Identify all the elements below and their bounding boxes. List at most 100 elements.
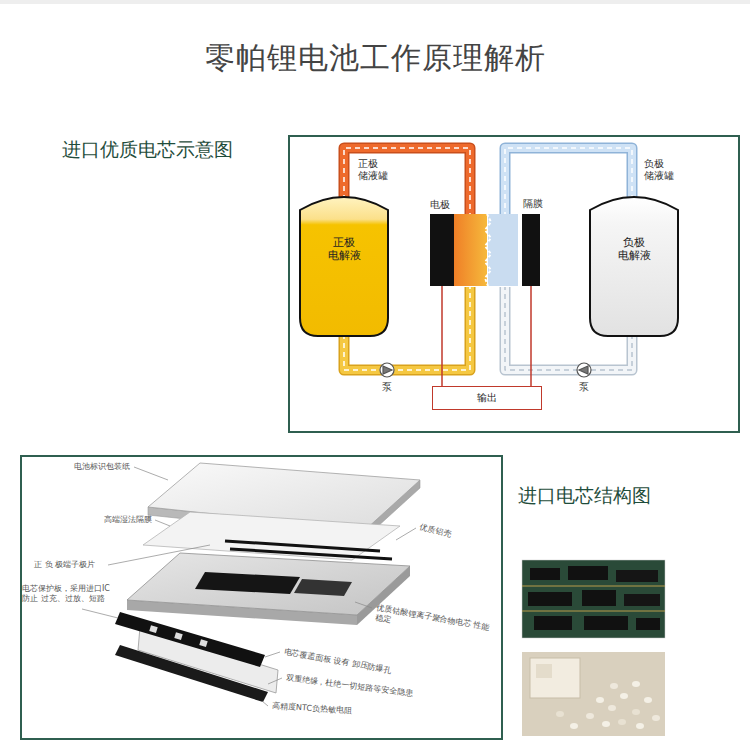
page-title: 零帕锂电池工作原理解析 bbox=[0, 40, 750, 76]
pump-label: 泵 bbox=[382, 381, 392, 393]
part-label: 电池标识包装纸 bbox=[74, 462, 130, 472]
pump-symbol bbox=[383, 366, 392, 374]
circuit-photo bbox=[528, 592, 572, 606]
battery-exploded bbox=[195, 572, 300, 594]
part-label: 优质钴酸锂离子聚合物电芯 性能稳定 bbox=[374, 603, 496, 643]
section-heading: 进口优质电芯示意图 bbox=[62, 138, 233, 161]
pump-symbol bbox=[380, 363, 394, 377]
leader-line bbox=[134, 467, 168, 480]
circuit-photo bbox=[522, 560, 665, 638]
battery-exploded bbox=[149, 625, 157, 633]
pellet-photo bbox=[536, 664, 552, 678]
circuit-photo bbox=[616, 570, 658, 582]
output-wire bbox=[530, 286, 532, 386]
leader-line bbox=[355, 602, 372, 608]
pellet-photo bbox=[632, 681, 640, 687]
circuit-photo bbox=[534, 616, 572, 630]
part-label: 电芯保护板，采用进口IC 防止 过充、过放、短路 bbox=[22, 584, 114, 603]
battery-exploded bbox=[199, 639, 207, 647]
circuit-photo bbox=[568, 566, 608, 580]
pellet-photo bbox=[618, 719, 626, 725]
pellet-photo bbox=[556, 711, 564, 717]
cell-stack bbox=[454, 214, 487, 286]
cell-stack bbox=[485, 214, 491, 286]
leader-line bbox=[268, 678, 282, 684]
part-label: 隔膜 bbox=[523, 198, 543, 210]
circuit-photo bbox=[522, 611, 665, 612]
part-label: 正 负 极端子极片 bbox=[34, 560, 95, 570]
circuit-photo bbox=[584, 616, 628, 630]
leader-line bbox=[265, 652, 280, 657]
battery-exploded bbox=[294, 579, 352, 596]
pellet-photo bbox=[620, 693, 628, 699]
pellet-photo bbox=[596, 697, 604, 703]
pump-symbol bbox=[380, 363, 591, 377]
top-rule bbox=[0, 0, 750, 4]
battery-exploded bbox=[115, 645, 268, 702]
section-frame bbox=[21, 136, 739, 739]
section-frame bbox=[289, 136, 739, 432]
pump-symbol bbox=[579, 366, 588, 374]
pellet-photo bbox=[522, 652, 665, 736]
pellet-photo bbox=[586, 713, 594, 719]
tank-content: 负极 电解液 bbox=[617, 236, 651, 262]
top-rule bbox=[0, 0, 750, 4]
part-label: 双重绝缘，杜绝一切短路等安全隐患 bbox=[285, 673, 413, 698]
tank-label: 负极 储液罐 bbox=[644, 158, 675, 182]
pellet-photo bbox=[636, 723, 644, 729]
cell-stack bbox=[518, 214, 522, 286]
leader-line bbox=[82, 467, 416, 706]
leader-line bbox=[396, 528, 416, 540]
pump-label: 泵 bbox=[579, 381, 589, 393]
circuit-photo bbox=[582, 590, 616, 606]
pump-symbol bbox=[577, 363, 591, 377]
pellet-photo bbox=[644, 697, 652, 703]
output-wire bbox=[441, 286, 443, 386]
circuit-photo bbox=[522, 586, 665, 587]
leader-line bbox=[155, 520, 170, 526]
part-label: 高端湿法隔膜 bbox=[104, 515, 152, 525]
cell-stack bbox=[522, 214, 540, 286]
pellet-photo bbox=[632, 709, 640, 715]
part-label: 高精度NTC负热敏电阻 bbox=[272, 701, 352, 716]
tank-shape bbox=[298, 188, 390, 338]
section-heading: 进口电芯结构图 bbox=[518, 484, 651, 507]
leader-line bbox=[262, 701, 268, 706]
pellet-photo bbox=[610, 683, 618, 689]
tank-outline bbox=[300, 197, 388, 336]
battery-exploded bbox=[127, 553, 410, 615]
output-box: 输出 bbox=[432, 386, 542, 410]
circuit-photo bbox=[530, 568, 560, 580]
pellet-photo bbox=[530, 658, 580, 698]
box-label: 输出 bbox=[477, 392, 497, 404]
battery-exploded bbox=[115, 463, 420, 702]
tank-shape bbox=[588, 188, 680, 338]
cell-stack bbox=[488, 214, 518, 286]
circuit-photo bbox=[522, 560, 665, 638]
tank-content: 正极 电解液 bbox=[327, 236, 361, 262]
pellet-photo bbox=[608, 705, 616, 711]
pellet-photo bbox=[522, 652, 665, 736]
battery-exploded bbox=[174, 632, 182, 640]
part-label: 电芯覆盖面板 设有 卸压防爆孔 bbox=[283, 647, 392, 675]
part-label: 电极 bbox=[430, 199, 450, 211]
pellet-photo bbox=[652, 715, 660, 721]
output-wire bbox=[442, 286, 531, 386]
tank-outline bbox=[590, 197, 678, 336]
pellet-photo bbox=[602, 721, 610, 727]
section-frame bbox=[21, 456, 502, 739]
cell-stack bbox=[430, 214, 540, 286]
storage-tank: 负极 电解液 bbox=[588, 188, 680, 338]
circuit-photo bbox=[522, 560, 665, 638]
circuit-photo bbox=[636, 618, 660, 630]
storage-tank: 正极 电解液 bbox=[298, 188, 390, 338]
leader-line bbox=[108, 545, 210, 565]
tank-label: 正极 储液罐 bbox=[358, 158, 389, 182]
pellet-photo bbox=[570, 723, 578, 729]
cell-stack bbox=[430, 214, 454, 286]
circuit-photo bbox=[624, 594, 660, 606]
part-label: 优质铝壳 bbox=[419, 522, 452, 540]
leader-line bbox=[82, 609, 118, 618]
